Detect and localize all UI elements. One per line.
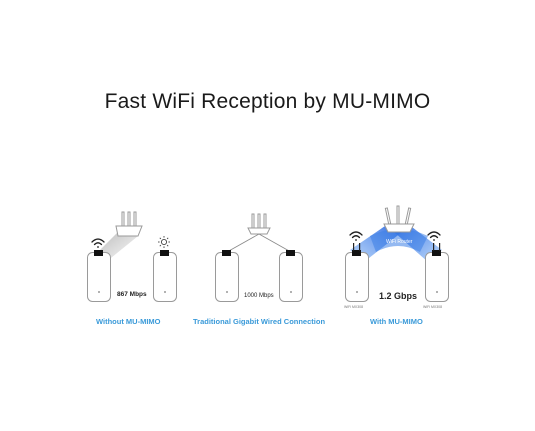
panel-with-mu-mimo xyxy=(345,205,449,302)
blue-glow xyxy=(370,229,428,252)
wifi-icon xyxy=(349,231,363,241)
panel-without-mu-mimo xyxy=(87,211,177,302)
router-outline xyxy=(115,211,143,237)
extender-left xyxy=(87,252,111,302)
extender-right xyxy=(279,252,303,302)
extender-plug xyxy=(222,250,231,256)
panel-wired-connection xyxy=(215,213,303,302)
speed-label: 1.2 Gbps xyxy=(379,291,418,301)
extender-plug xyxy=(352,250,361,256)
router-outline xyxy=(383,205,415,233)
caption-without-mu-mimo: Without MU-MIMO xyxy=(96,317,161,326)
extender-right xyxy=(153,252,177,302)
caption-with-mu-mimo: With MU-MIMO xyxy=(370,317,423,326)
extender-model-label: WiFi MX308 xyxy=(344,305,364,309)
page-title: Fast WiFi Reception by MU-MIMO xyxy=(104,90,431,113)
speed-label: 1000 Mbps xyxy=(244,293,274,299)
caption-wired-connection: Traditional Gigabit Wired Connection xyxy=(193,317,326,326)
wifi-icon xyxy=(427,231,441,241)
ethernet-cables xyxy=(226,233,292,253)
extender-plug xyxy=(94,250,103,256)
extender-left xyxy=(215,252,239,302)
wifi-icon xyxy=(91,238,105,248)
extender-left xyxy=(345,252,369,302)
speed-label: 867 Mbps xyxy=(117,291,147,298)
extender-plug xyxy=(160,250,169,256)
sun-icon xyxy=(158,236,170,248)
extender-plug xyxy=(286,250,295,256)
router-label: WiFi Router xyxy=(386,239,413,245)
extender-right xyxy=(425,252,449,302)
extender-model-label: WiFi MX308 xyxy=(423,305,443,309)
router-outline xyxy=(247,213,271,235)
extender-plug xyxy=(432,250,441,256)
